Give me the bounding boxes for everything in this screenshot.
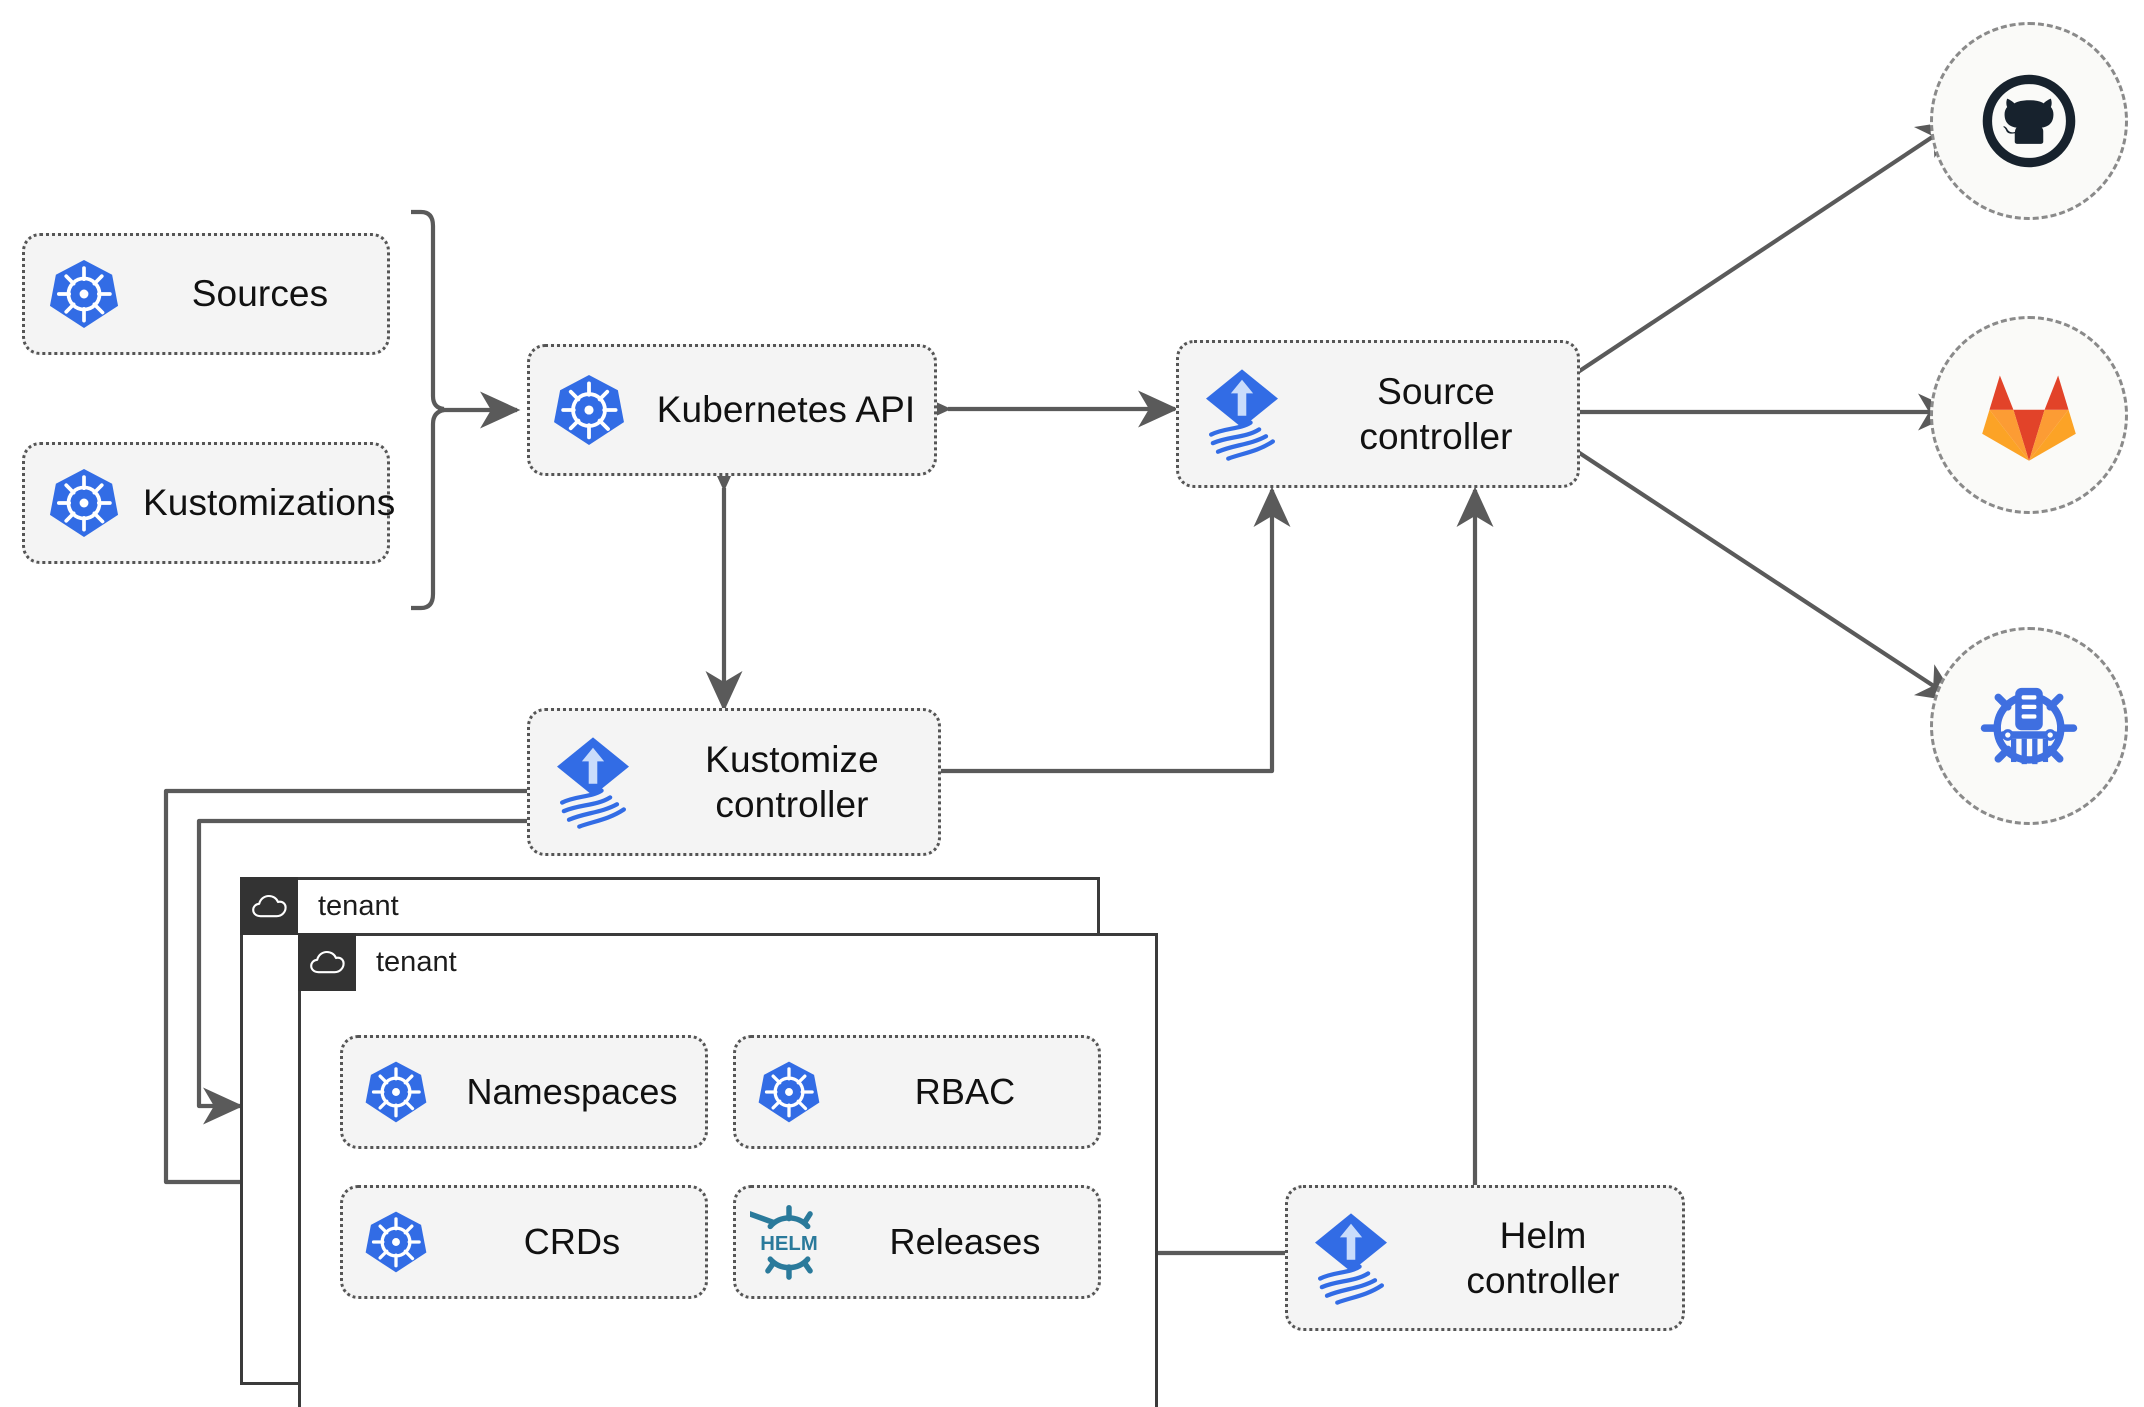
node-label: Kustomize controller (705, 738, 879, 825)
flux-icon (1288, 1210, 1414, 1306)
node-label: Sources (191, 272, 329, 314)
resource-label: CRDs (523, 1221, 621, 1263)
kubernetes-icon (343, 1059, 449, 1125)
resource-label: RBAC (914, 1071, 1016, 1113)
gitlab-icon (1982, 375, 2076, 461)
bracket-top (411, 209, 445, 412)
resource-releases[interactable]: HELM Releases (733, 1185, 1101, 1299)
node-kustomize-controller[interactable]: Kustomize controller (527, 708, 941, 856)
bracket-bottom (411, 407, 445, 611)
provider-helm-repository[interactable] (1930, 627, 2128, 825)
svg-text:HELM: HELM (760, 1233, 817, 1255)
tenant-label: tenant (318, 889, 399, 922)
github-icon (1982, 74, 2076, 168)
resource-label: Namespaces (466, 1071, 678, 1113)
node-source-controller[interactable]: Source controller (1176, 340, 1580, 488)
tenant-label: tenant (376, 945, 457, 978)
node-label: Kubernetes API (656, 388, 916, 430)
node-label: Kustomizations (143, 481, 396, 523)
cloud-icon (240, 877, 298, 935)
edge-source-to-helm-repo (1576, 450, 1958, 702)
kubernetes-icon (343, 1209, 449, 1275)
node-label: Source controller (1359, 370, 1513, 457)
tenant-header-outer: tenant (240, 877, 399, 935)
kubernetes-icon (736, 1059, 842, 1125)
flux-icon (530, 734, 656, 830)
resource-crds[interactable]: CRDs (340, 1185, 708, 1299)
edge-source-to-github (1576, 120, 1958, 374)
tenant-header-inner: tenant (298, 933, 457, 991)
node-helm-controller[interactable]: Helm controller (1285, 1185, 1685, 1331)
provider-github[interactable] (1930, 22, 2128, 220)
kubernetes-icon (25, 257, 143, 331)
node-label: Helm controller (1466, 1214, 1620, 1301)
edge-kustomize-to-source-controller (941, 486, 1291, 774)
resource-label: Releases (889, 1221, 1041, 1263)
helm-icon: HELM (736, 1203, 842, 1281)
cloud-icon (298, 933, 356, 991)
kubernetes-icon (530, 372, 648, 448)
flux-icon (1179, 366, 1305, 462)
node-kubernetes-api[interactable]: Kubernetes API (527, 344, 937, 476)
node-sources[interactable]: Sources (22, 233, 390, 355)
tenant-panel-inner[interactable] (298, 933, 1158, 1407)
provider-gitlab[interactable] (1930, 316, 2128, 514)
kubernetes-icon (25, 466, 143, 540)
resource-rbac[interactable]: RBAC (733, 1035, 1101, 1149)
helm-repository-icon (1980, 687, 2078, 765)
node-kustomizations[interactable]: Kustomizations (22, 442, 395, 564)
resource-namespaces[interactable]: Namespaces (340, 1035, 708, 1149)
